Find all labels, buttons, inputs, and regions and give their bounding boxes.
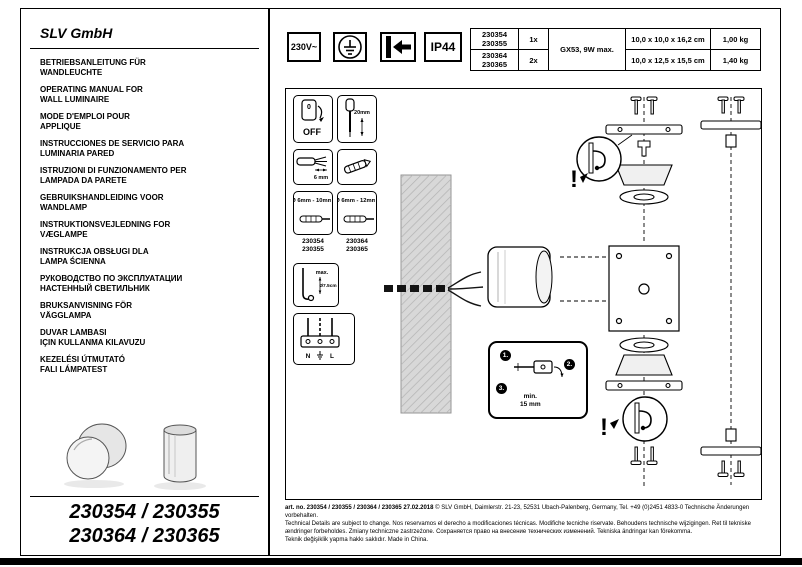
step-3-badge: 3.: [496, 383, 507, 394]
manual-title-de: BETRIEBSANLEITUNG FÜR WANDLEUCHTE: [40, 58, 146, 77]
step-1-badge: 1.: [500, 350, 511, 361]
brand-title: SLV GmbH: [40, 25, 113, 41]
screw-depth-label: 20mm: [354, 110, 370, 116]
assembly-panel: ! ! 0: [285, 88, 762, 500]
spec-weight-2: 1,40 kg: [710, 49, 761, 71]
hanger-bracket: [637, 140, 651, 157]
assembly-diagram: ! !: [384, 96, 762, 487]
protective-earth-icon: [333, 32, 367, 62]
spec-articles-2: 230364 230365: [470, 49, 519, 71]
screws-top: [630, 96, 658, 115]
warning-mark-top: !: [570, 166, 578, 193]
spec-qty-2: 2x: [518, 49, 549, 71]
wire-n-label: N: [306, 353, 311, 360]
hook-clearance-box: max. Ø7.5cm: [293, 263, 339, 307]
gx53-lamp-disc-bottom: [619, 337, 669, 353]
mounting-plate-top: [605, 124, 683, 135]
screws-bottom: [630, 446, 658, 465]
wire-l-label: L: [330, 353, 334, 360]
manual-title-it: ISTRUZIONI DI FUNZIONAMENTO PER LAMPADA …: [40, 166, 187, 185]
drill-large-label: Ø 6mm - 12mm: [338, 198, 375, 204]
min-depth-label: min. 15 mm: [520, 393, 541, 408]
power-off-box: 0 OFF: [293, 95, 333, 143]
back-box: [608, 245, 680, 332]
drill-size-large-box: Ø 6mm - 12mm: [337, 191, 377, 235]
drill-large-articles: 230364 230365: [346, 238, 368, 253]
step-2-badge: 2.: [564, 359, 575, 370]
drill-small-label: Ø 6mm - 10mm: [294, 198, 331, 204]
product-illustration: [64, 423, 206, 490]
detail-callout-bottom: [622, 396, 668, 442]
divider-line: [30, 496, 259, 498]
spec-qty-1: 1x: [518, 28, 549, 50]
spec-articles-1: 230354 230355: [470, 28, 519, 50]
plate-right-bottom: [700, 428, 762, 456]
manual-title-nl: GEBRUIKSHANDLEIDING VOOR WANDLAMP: [40, 193, 164, 212]
manual-title-da: INSTRUKTIONSVEJLEDNING FOR VÆGLAMPE: [40, 220, 171, 239]
footer-line-1: art. no. 230354 / 230355 / 230364 / 2303…: [285, 504, 762, 520]
footer-legal: art. no. 230354 / 230355 / 230364 / 2303…: [285, 504, 762, 544]
spec-row-1: 230354 230355 1x GX53, 9W max. 10,0 x 10…: [470, 28, 761, 71]
spec-dims-1: 10,0 x 10,0 x 16,2 cm: [625, 28, 711, 50]
plate-right-top: [700, 120, 762, 148]
mains-cable: [384, 285, 445, 292]
manual-title-tr: DUVAR LAMBASI IÇIN KULLANMA KILAVUZU: [40, 328, 146, 347]
drill-size-small-box: Ø 6mm - 10mm: [293, 191, 333, 235]
wall-section: [400, 174, 452, 414]
screws-right-top: [717, 96, 745, 114]
hook-diameter-label: Ø7.5cm: [319, 283, 336, 289]
footer-line-2: Technical Details are subject to change.…: [285, 521, 751, 535]
terminal-detail: [514, 360, 564, 378]
product-numbers-line1: 230354 / 230355: [69, 501, 220, 523]
strip-length-label: 6 mm: [314, 175, 328, 181]
page-edge-bar: [0, 558, 802, 565]
spec-table: 230354 230355 1x GX53, 9W max. 10,0 x 10…: [470, 28, 761, 71]
spec-row-2: 230364 230365 2x 10,0 x 12,5 x 15,5 cm 1…: [470, 49, 761, 71]
divider-line: [30, 48, 259, 50]
footer-address: © SLV GmbH, Daimlerstr. 21-23, 52531 Uba…: [285, 505, 750, 519]
housing-cone: [615, 164, 673, 186]
screw-depth-box: 20mm: [337, 95, 377, 143]
language-title-list: BETRIEBSANLEITUNG FÜR WANDLEUCHTE OPERAT…: [40, 58, 258, 382]
warning-arrow-top: [580, 173, 588, 183]
screws-right-bottom: [717, 460, 745, 477]
max-label: max.: [316, 270, 329, 276]
cable-strip-box: 6 mm: [293, 149, 333, 185]
spec-lamp: GX53, 9W max.: [548, 28, 626, 71]
manual-title-es: INSTRUCCIONES DE SERVICIO PARA LUMINARIA…: [40, 139, 185, 158]
connection-steps-box: 1. 2. 3. min. 15 mm: [488, 341, 588, 419]
spec-dims-2: 10,0 x 12,5 x 15,5 cm: [625, 49, 711, 71]
ip-rating-badge: IP44: [424, 32, 462, 62]
footer-article-date: art. no. 230354 / 230355 / 230364 / 2303…: [285, 505, 434, 511]
wall-plug-box: [337, 149, 377, 185]
detail-callout-top: [576, 134, 633, 182]
warning-mark-bottom: !: [600, 414, 608, 441]
spec-weight-1: 1,00 kg: [710, 28, 761, 50]
product-numbers-line2: 230364 / 230365: [69, 525, 220, 547]
housing-cone-bottom: [615, 354, 673, 376]
gx53-lamp-disc: [619, 189, 669, 205]
mounting-plate-bottom: [605, 380, 683, 391]
manual-title-hu: KEZELÉSI ÚTMUTATÓ FALI LÁMPATEST: [40, 355, 126, 374]
switch-zero-label: 0: [307, 104, 311, 111]
manual-title-pl: INSTRUKCJA OBSŁUGI DLA LAMPA ŚCIENNA: [40, 247, 149, 266]
drill-small-articles: 230354 230355: [302, 238, 324, 253]
earth-glyph: [317, 351, 323, 360]
cable-wires: [447, 271, 484, 307]
footer-line-3: Teknik değişiklik yapma hakkı saklıdır. …: [285, 537, 429, 543]
luminaire-body: [487, 246, 607, 308]
column-divider: [268, 8, 270, 556]
wall-mount-arrow-icon: [380, 32, 416, 62]
voltage-badge: 230V~: [287, 32, 321, 62]
manual-title-en: OPERATING MANUAL FOR WALL LUMINAIRE: [40, 85, 143, 104]
warning-arrow-bottom: [610, 419, 619, 429]
manual-title-sv: BRUKSANVISNING FÖR VÄGGLAMPA: [40, 301, 133, 320]
manual-title-ru: РУКОВОДСТВО ПО ЭКСПЛУАТАЦИИ НАСТЕННЫЙ СВ…: [40, 274, 183, 293]
power-off-label: OFF: [303, 127, 321, 137]
product-numbers: 230354 / 230355 230364 / 230365: [30, 500, 259, 548]
manual-title-fr: MODE D'EMPLOI POUR APPLIQUE: [40, 112, 130, 131]
wiring-box: N L: [293, 313, 355, 365]
